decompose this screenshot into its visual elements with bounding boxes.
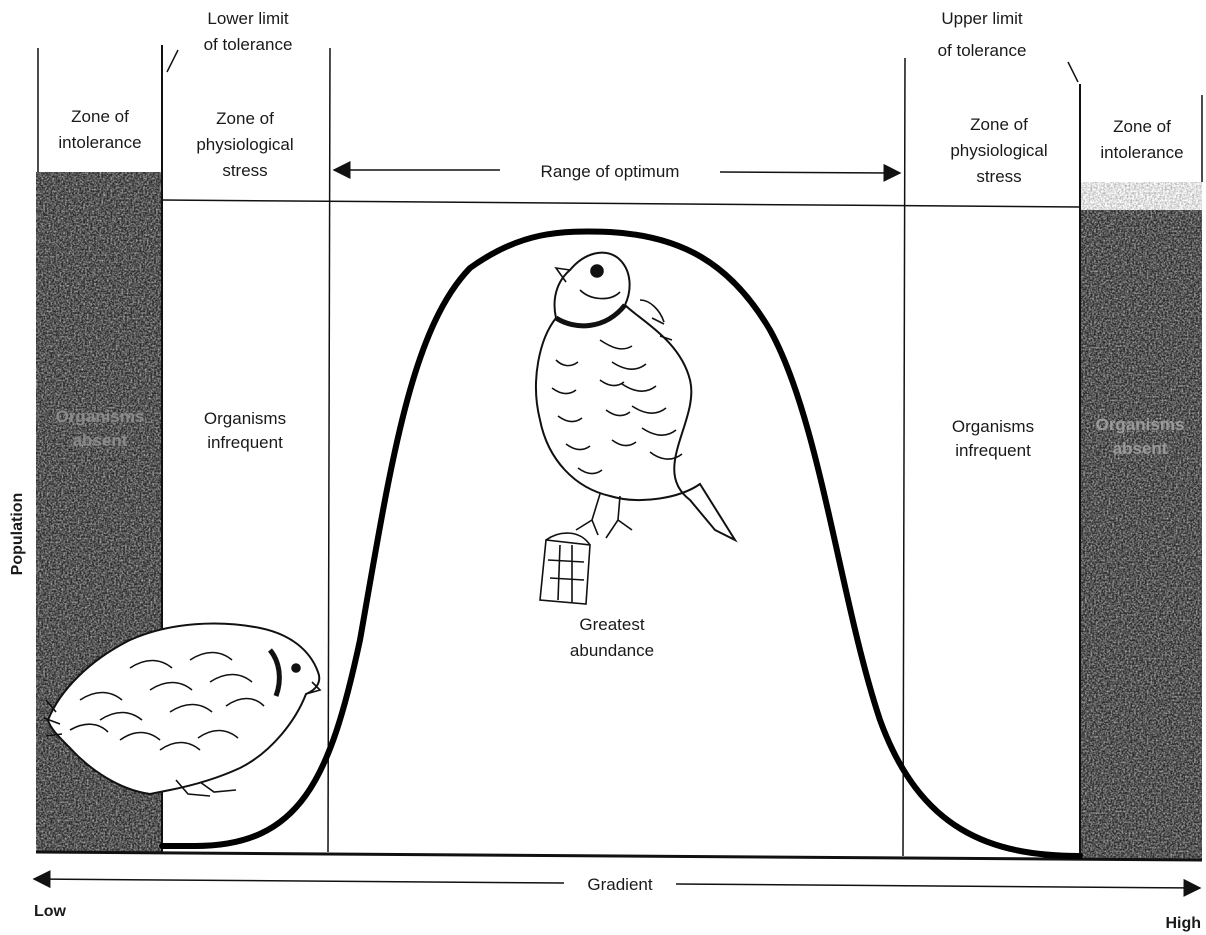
left-absent-label-line1: Organisms bbox=[56, 407, 145, 426]
right-stress-label-line3: stress bbox=[976, 167, 1021, 186]
right-intolerance-label-line2: intolerance bbox=[1100, 143, 1183, 162]
right-intolerance-top bbox=[1080, 182, 1202, 210]
greatest-abundance-line1: Greatest bbox=[579, 615, 644, 634]
right-absent-label-line1: Organisms bbox=[1096, 415, 1185, 434]
optimum-arrow-right bbox=[720, 172, 900, 173]
left-stress-label-line1: Zone of bbox=[216, 109, 274, 128]
right-absent-label-line2: absent bbox=[1113, 439, 1168, 458]
right-intolerance-grain bbox=[1080, 210, 1202, 860]
right-infrequent-label-line1: Organisms bbox=[952, 417, 1034, 436]
left-absent-label-line2: absent bbox=[73, 431, 128, 450]
right-infrequent-label-line2: infrequent bbox=[955, 441, 1031, 460]
lower-limit-label-line2: of tolerance bbox=[204, 35, 293, 54]
right-stress-label-line1: Zone of bbox=[970, 115, 1028, 134]
greatest-abundance-line2: abundance bbox=[570, 641, 654, 660]
x-axis-low-label: Low bbox=[34, 903, 67, 920]
left-infrequent-label-line2: infrequent bbox=[207, 433, 283, 452]
upper-limit-label-line1: Upper limit bbox=[941, 9, 1023, 28]
gradient-arrow-right bbox=[676, 884, 1200, 888]
left-stress-label-line2: physiological bbox=[196, 135, 293, 154]
left-intolerance-label-line1: Zone of bbox=[71, 107, 129, 126]
x-axis-label: Gradient bbox=[587, 875, 652, 894]
stress-top-line bbox=[162, 200, 1080, 207]
right-intolerance-label-line1: Zone of bbox=[1113, 117, 1171, 136]
right-stress-label-line2: physiological bbox=[950, 141, 1047, 160]
left-intolerance-label-line2: intolerance bbox=[58, 133, 141, 152]
lower-limit-pointer bbox=[167, 50, 178, 72]
range-of-optimum-label: Range of optimum bbox=[541, 162, 680, 181]
x-axis-high-label: High bbox=[1165, 915, 1201, 932]
boundary-left-optimum bbox=[328, 48, 330, 852]
upper-limit-label-line2: of tolerance bbox=[938, 41, 1027, 60]
left-stress-label-line3: stress bbox=[222, 161, 267, 180]
y-axis-label: Population bbox=[9, 493, 26, 576]
boundary-right-optimum bbox=[903, 58, 905, 856]
gradient-arrow-left bbox=[34, 879, 564, 883]
upper-limit-pointer bbox=[1068, 62, 1078, 82]
quail-upright-illustration bbox=[536, 253, 735, 604]
left-infrequent-label-line1: Organisms bbox=[204, 409, 286, 428]
lower-limit-label-line1: Lower limit bbox=[207, 9, 289, 28]
